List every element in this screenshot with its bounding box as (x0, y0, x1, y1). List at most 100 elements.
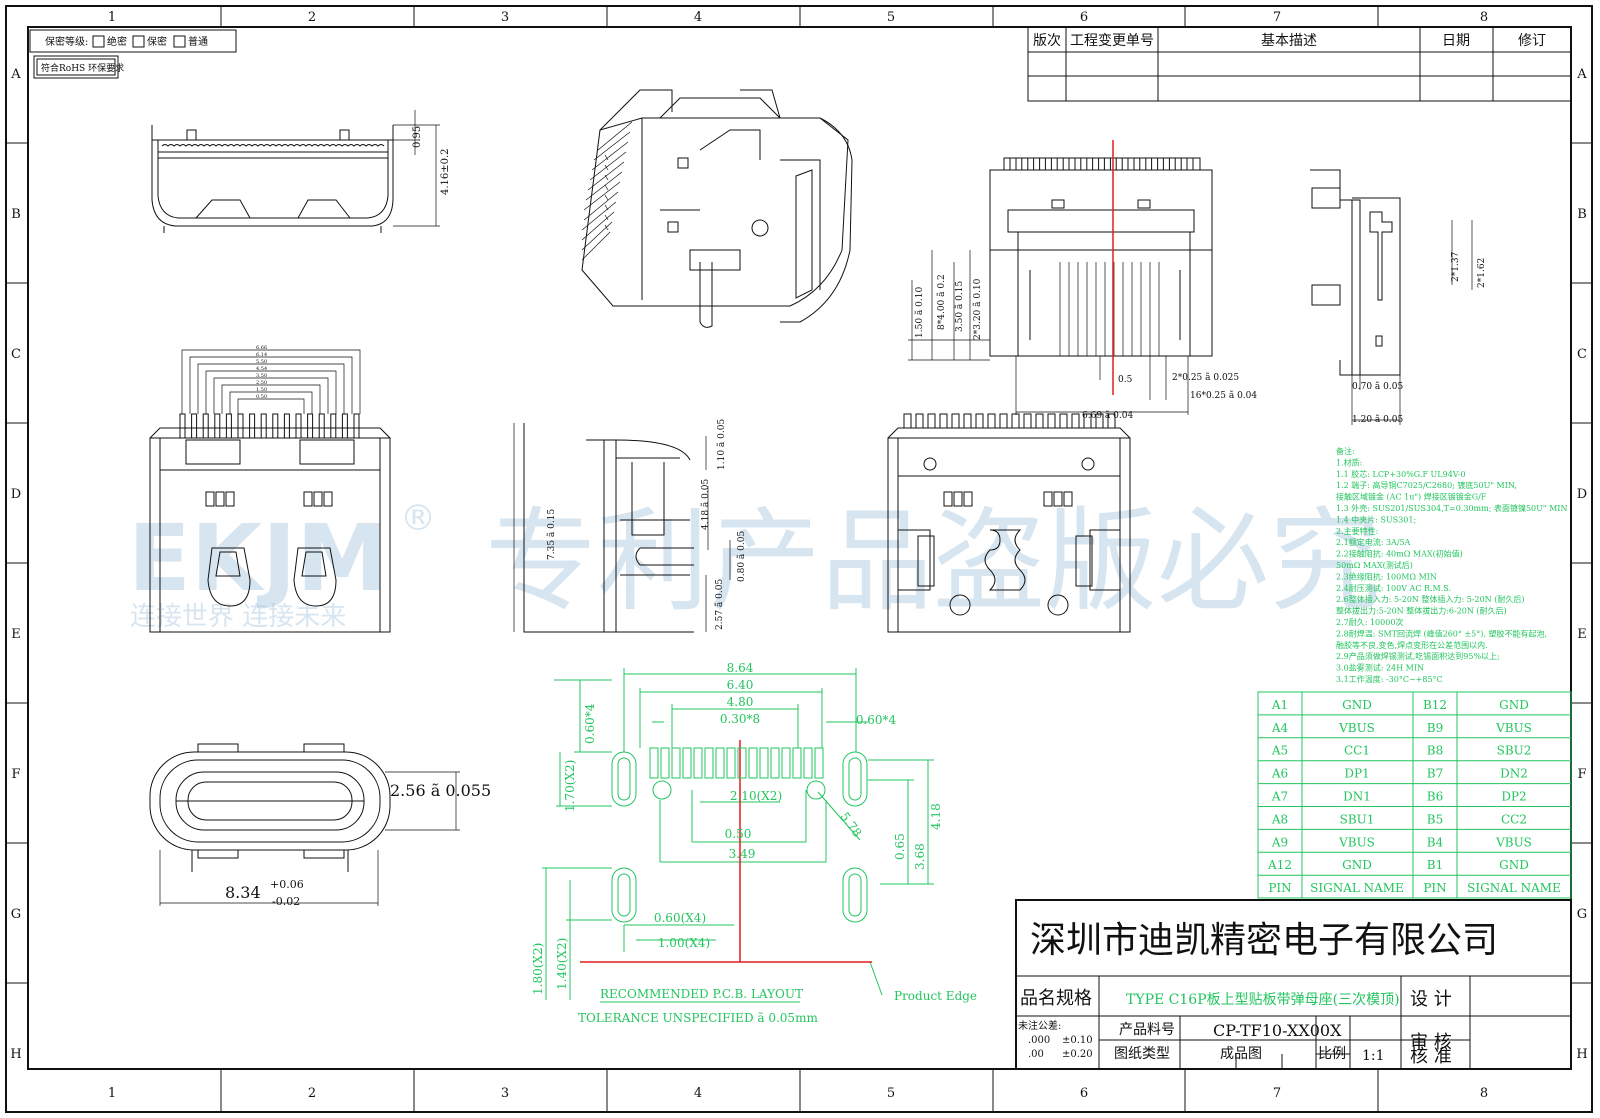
dim-sec-7-35: 7.35 ã 0.15 (546, 509, 557, 560)
terminal-pin (249, 413, 256, 439)
note-line: 2.主要特性: (1336, 526, 1378, 536)
note-line: 2.6整体插入力: 5-20N 整体插入力: 5-20N (耐久后) (1336, 594, 1524, 604)
note-line: 备注: (1336, 446, 1355, 456)
checkbox-top-secret[interactable] (92, 35, 105, 48)
pcb-dim-0-60x4b: 0.60(X4) (654, 911, 706, 925)
dim-tr-2x3-20: 2*3.20 ã 0.10 (972, 278, 983, 340)
pcb-title: RECOMMENDED P.C.B. LAYOUT (600, 987, 803, 1001)
note-line: 融胶等不良,变色,焊点变形在公差范围以内. (1336, 640, 1488, 650)
note-line: 1.3 外壳: SUS201/SUS304,T=0.30mm; 表面镀镍50U"… (1336, 503, 1567, 513)
rear-terminal-tab (1107, 413, 1116, 429)
zone-col-1-bottom: 1 (108, 1086, 116, 1101)
note-line: 1.材质: (1336, 457, 1362, 467)
tol-1-key: .000 (1028, 1035, 1050, 1046)
pcb-signal-pad (814, 747, 824, 779)
terminal-pin (295, 413, 302, 439)
zone-col-5: 5 (887, 10, 895, 25)
pin-cell: SIGNAL NAME (1310, 881, 1404, 895)
checkbox-normal[interactable] (173, 35, 186, 48)
pin-cell: B6 (1427, 790, 1443, 804)
product-edge-label: Product Edge (894, 989, 977, 1003)
scale-label: 比例 (1318, 1046, 1346, 1062)
zone-row-e-right: E (1577, 627, 1587, 642)
security-option-1: 绝密 (107, 35, 127, 48)
note-line: 2.3绝缘阻抗: 100MΩ MIN (1336, 571, 1437, 581)
rear-terminal-tab (1023, 413, 1032, 429)
pin-cell: A7 (1271, 790, 1288, 804)
dim-front-4-16: 4.16±0.2 (440, 148, 451, 195)
watermark: EKJM ® 连接世界 连接未来 专利产品盗版必究 (128, 497, 1381, 632)
terminal-pin (272, 413, 279, 439)
dim-side-2x1-62: 2*1.62 (1477, 258, 1487, 288)
rev-header-description: 基本描述 (1261, 32, 1317, 49)
pcb-dim-1-00x4: 1.00(X4) (658, 936, 710, 950)
zone-row-e: E (11, 627, 21, 642)
top-terminal-tab (1056, 157, 1064, 171)
company-name: 深圳市迪凯精密电子有限公司 (1030, 920, 1498, 961)
top-terminal-tab (1151, 157, 1159, 171)
drawing-type-label: 图纸类型 (1114, 1046, 1170, 1062)
isometric-view (581, 89, 853, 328)
pin-cell: GND (1499, 858, 1529, 872)
pin-cell: PIN (1423, 881, 1446, 895)
top-terminal-tab (1186, 157, 1194, 171)
design-label: 设 计 (1410, 989, 1452, 1010)
pcb-dim-1-64: 4.18 (929, 803, 943, 830)
zone-row-a: A (10, 67, 21, 82)
dim-bottom-minus: -0.02 (272, 895, 300, 908)
rear-terminal-tab (927, 413, 936, 429)
note-line: 整体拔出力:5-20N 整体拔出力:6-20N (耐久后) (1336, 606, 1507, 616)
pin-cell: B5 (1427, 812, 1443, 826)
pin-cell: GND (1342, 698, 1372, 712)
tol-2-val: ±0.20 (1062, 1049, 1093, 1060)
pcb-dim-4-80: 4.80 (727, 695, 754, 709)
top-terminal-tab (1092, 157, 1100, 171)
top-terminal-tab (1127, 157, 1135, 171)
note-line: 2.7耐久: 10000次 (1336, 617, 1403, 627)
zone-row-d: D (11, 487, 21, 502)
terminal-pin (191, 413, 198, 439)
pin-cell: VBUS (1338, 721, 1375, 735)
pcb-signal-pad (726, 747, 736, 779)
pcb-signal-pad (770, 747, 780, 779)
scale-value: 1:1 (1362, 1048, 1385, 1064)
note-line: 3.0盐雾测试: 24H MIN (1336, 663, 1424, 673)
tol-1-val: ±0.10 (1062, 1035, 1093, 1046)
pin-cell: GND (1499, 698, 1529, 712)
product-spec-label: 品名规格 (1020, 988, 1092, 1009)
top-terminal-tab (1044, 157, 1052, 171)
zone-row-d-right: D (1577, 487, 1587, 502)
pin-cell: A4 (1271, 721, 1289, 735)
checkbox-secret[interactable] (132, 35, 145, 48)
zone-col-2: 2 (308, 10, 316, 25)
pin-pitch-label: 4.54 (256, 366, 267, 372)
pin-pitch-label: 2.50 (256, 380, 267, 386)
pin-cell: B4 (1427, 835, 1444, 849)
pin-cell: VBUS (1495, 835, 1532, 849)
zone-col-1: 1 (108, 10, 116, 25)
zone-col-7: 7 (1273, 10, 1281, 25)
pcb-dim-0-30x8: 0.30*8 (720, 712, 760, 726)
zone-col-4-bottom: 4 (694, 1086, 702, 1101)
top-terminal-tab (1139, 157, 1147, 171)
front-top-view: 0.95 4.16±0.2 (151, 110, 451, 233)
rear-terminal-tab (1095, 413, 1104, 429)
zone-col-3-bottom: 3 (501, 1086, 509, 1101)
dim-sec-2-57: 2.57 ã 0.05 (714, 579, 725, 630)
pcb-signal-pad (682, 747, 692, 779)
dim-side-2x1-37: 2*1.37 (1451, 251, 1461, 282)
rev-header-date: 日期 (1442, 33, 1470, 49)
dim-bottom-plus: +0.06 (270, 878, 304, 891)
rear-terminal-tab (1047, 413, 1056, 429)
pin-cell: VBUS (1495, 721, 1532, 735)
dim-tr-3-50: 3.50 ã 0.15 (954, 281, 965, 332)
top-terminal-tab (1080, 157, 1088, 171)
pin-cell: B8 (1427, 744, 1443, 758)
zone-col-8: 8 (1480, 10, 1488, 25)
watermark-logo: EKJM (128, 505, 388, 612)
terminal-pin (260, 413, 267, 439)
top-terminal-tab (1162, 157, 1170, 171)
pcb-signal-pad (737, 747, 747, 779)
right-side-view: 2*1.37 2*1.62 0.70 ã 0.05 1.20 ã 0.05 (1310, 169, 1487, 425)
